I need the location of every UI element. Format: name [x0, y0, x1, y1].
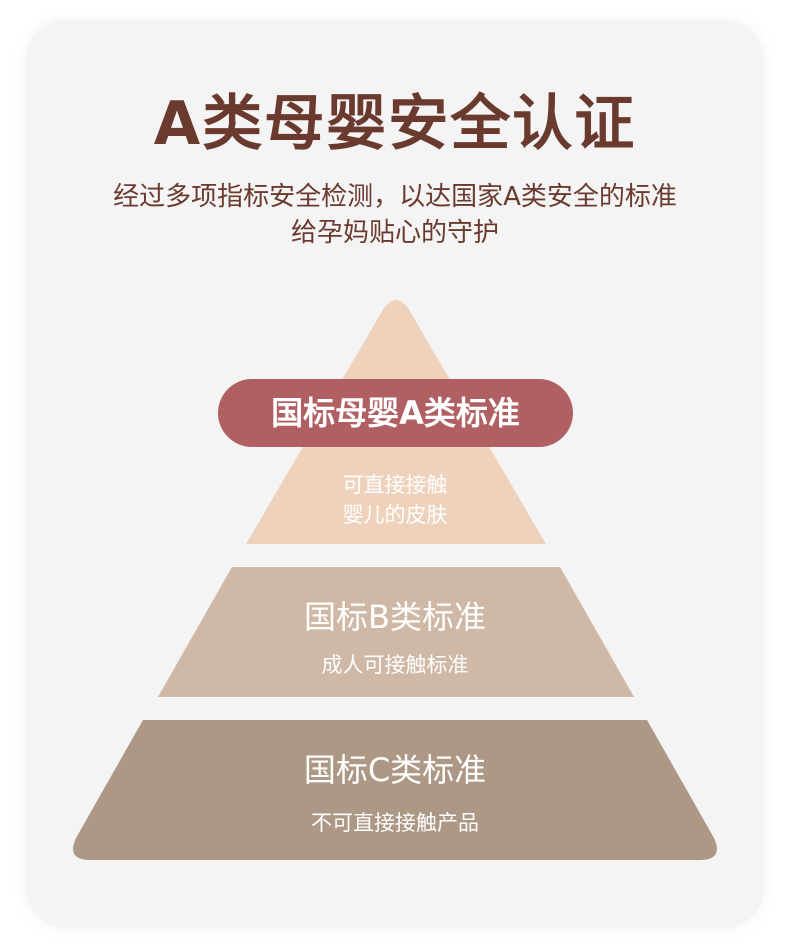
tier-b-label: 国标B类标准 — [304, 598, 486, 636]
tier-a-desc-line-2: 婴儿的皮肤 — [342, 503, 448, 527]
tier-a-label: 国标母婴A类标准 — [218, 379, 573, 447]
tier-c-desc: 不可直接接触产品 — [311, 811, 479, 835]
page-title: A类母婴安全认证 — [153, 89, 637, 159]
tier-c-label: 国标C类标准 — [303, 751, 487, 789]
tier-a-desc-line-1: 可直接接触 — [342, 473, 448, 497]
subtitle-line-2: 给孕妈贴心的守护 — [290, 218, 499, 248]
subtitle-line-1: 经过多项指标安全检测，以达国家A类安全的标准 — [113, 182, 677, 212]
tier-b-desc: 成人可接触标准 — [321, 653, 469, 677]
tier-b-shape — [158, 567, 634, 697]
tier-c-shape — [73, 720, 717, 860]
